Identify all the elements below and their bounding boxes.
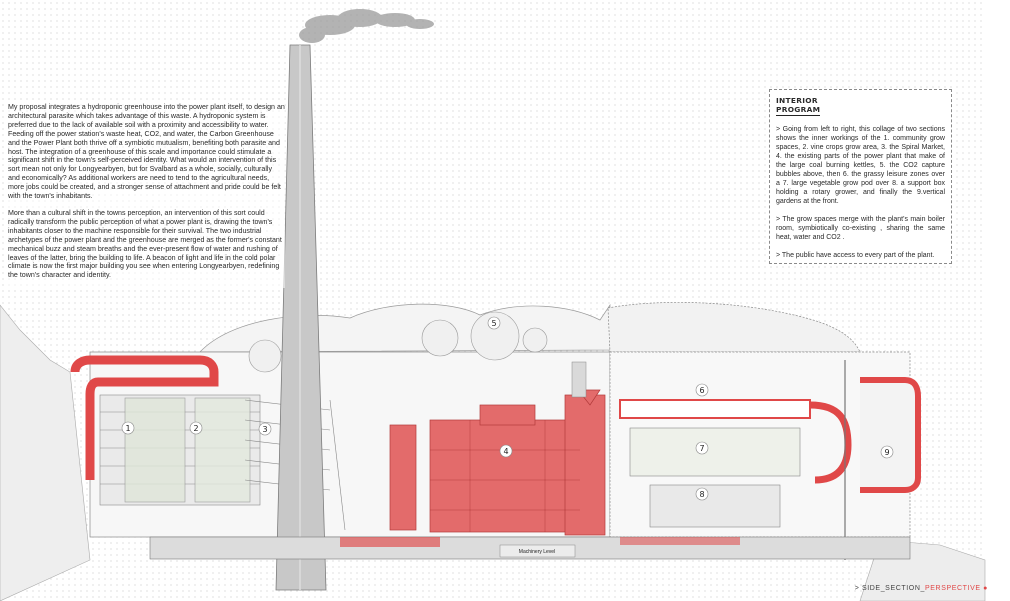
grow-stacks-left [99,394,261,506]
chimney [275,44,327,591]
interior-program-box: INTERIOR PROGRAM > Going from left to ri… [769,89,952,264]
intro-paragraph-1: My proposal integrates a hydroponic gree… [8,103,285,201]
boiler-kettles [389,389,606,536]
co2-capture-bubbles [248,311,548,373]
red-tube-frame-left [70,355,219,480]
boiler-stack [571,361,587,398]
right-grow-pods [619,377,921,528]
label-1: 1 [125,424,130,433]
interior-program-title: INTERIOR PROGRAM [776,96,821,116]
label-4: 4 [503,447,508,456]
label-6: 6 [699,386,704,395]
label-8: 8 [699,490,704,499]
footer-marker-icon: ● [983,585,988,592]
right-roof-membrane [607,302,861,353]
section-labels: 1 2 3 4 5 6 7 8 9 [121,316,894,501]
footer-suffix: PERSPECTIVE [925,585,981,592]
intro-paragraph-2: More than a cultural shift in the towns … [8,208,282,280]
program-paragraph-2: > The grow spaces merge with the plant's… [776,216,945,241]
title-line-1: INTERIOR [776,96,818,105]
label-5: 5 [491,319,496,328]
intro-text: My proposal integrates a hydroponic gree… [8,103,285,289]
label-3: 3 [262,425,267,434]
label-2: 2 [193,424,198,433]
machinery-level-label: Machinery Level [519,549,555,555]
footer-prefix: > SIDE_SECTION_ [854,585,925,592]
hillside-left [0,304,91,601]
label-7: 7 [699,444,704,453]
label-9: 9 [884,448,889,457]
program-paragraph-1: > Going from left to right, this collage… [776,126,945,205]
footer-caption: > SIDE_SECTION_PERSPECTIVE ● [855,585,988,592]
title-line-2: PROGRAM [776,105,821,114]
chimney-smoke [299,9,434,43]
program-paragraph-3: > The public have access to every part o… [776,252,935,259]
